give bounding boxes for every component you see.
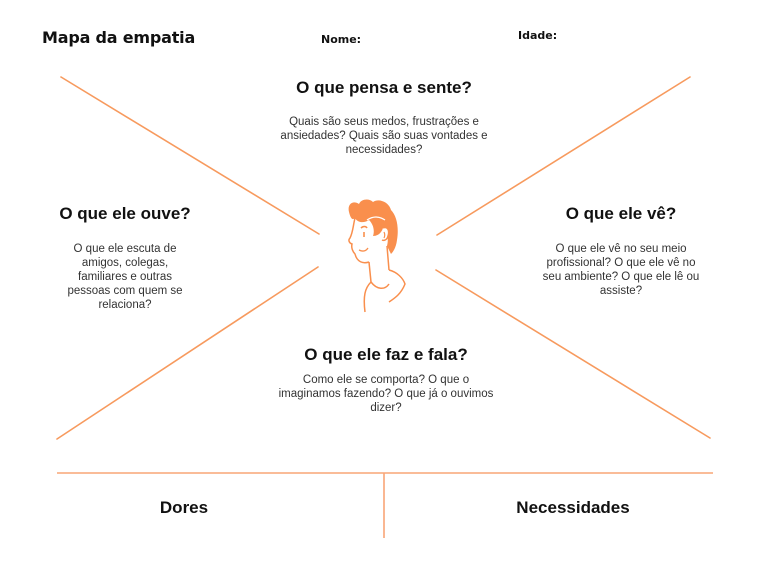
pains-section-heading: Dores bbox=[159, 498, 209, 517]
quadrant-description: Quais são seus medos, frustrações e ansi… bbox=[280, 116, 488, 156]
divider-top-right bbox=[436, 76, 691, 236]
quadrant-does-says: O que ele faz e fala? Como ele se compor… bbox=[270, 345, 502, 415]
age-label: Idade: bbox=[518, 29, 558, 42]
divider-bottom-left bbox=[56, 266, 319, 440]
quadrant-hears: O que ele ouve? O que ele escuta de amig… bbox=[34, 204, 216, 312]
quadrant-sees: O que ele vê? O que ele vê no seu meio p… bbox=[530, 204, 712, 298]
needs-section-heading: Necessidades bbox=[516, 498, 630, 517]
quadrant-heading: O que ele vê? bbox=[565, 204, 677, 223]
quadrant-description: Como ele se comporta? O que o imaginamos… bbox=[278, 374, 494, 414]
quadrant-heading: O que ele faz e fala? bbox=[304, 345, 468, 364]
person-profile-icon bbox=[348, 199, 406, 313]
page-title: Mapa da empatia bbox=[42, 28, 196, 47]
quadrant-description: O que ele vê no seu meio profissional? O… bbox=[542, 243, 700, 297]
quadrant-thinks-feels: O que pensa e sente? Quais são seus medo… bbox=[264, 78, 504, 157]
divider-bottom-right bbox=[435, 269, 711, 439]
quadrant-heading: O que pensa e sente? bbox=[296, 78, 472, 97]
quadrant-description: O que ele escuta de amigos, colegas, fam… bbox=[67, 243, 183, 311]
divider-top-left bbox=[60, 76, 320, 235]
quadrant-heading: O que ele ouve? bbox=[59, 204, 191, 223]
name-label: Nome: bbox=[321, 33, 362, 46]
